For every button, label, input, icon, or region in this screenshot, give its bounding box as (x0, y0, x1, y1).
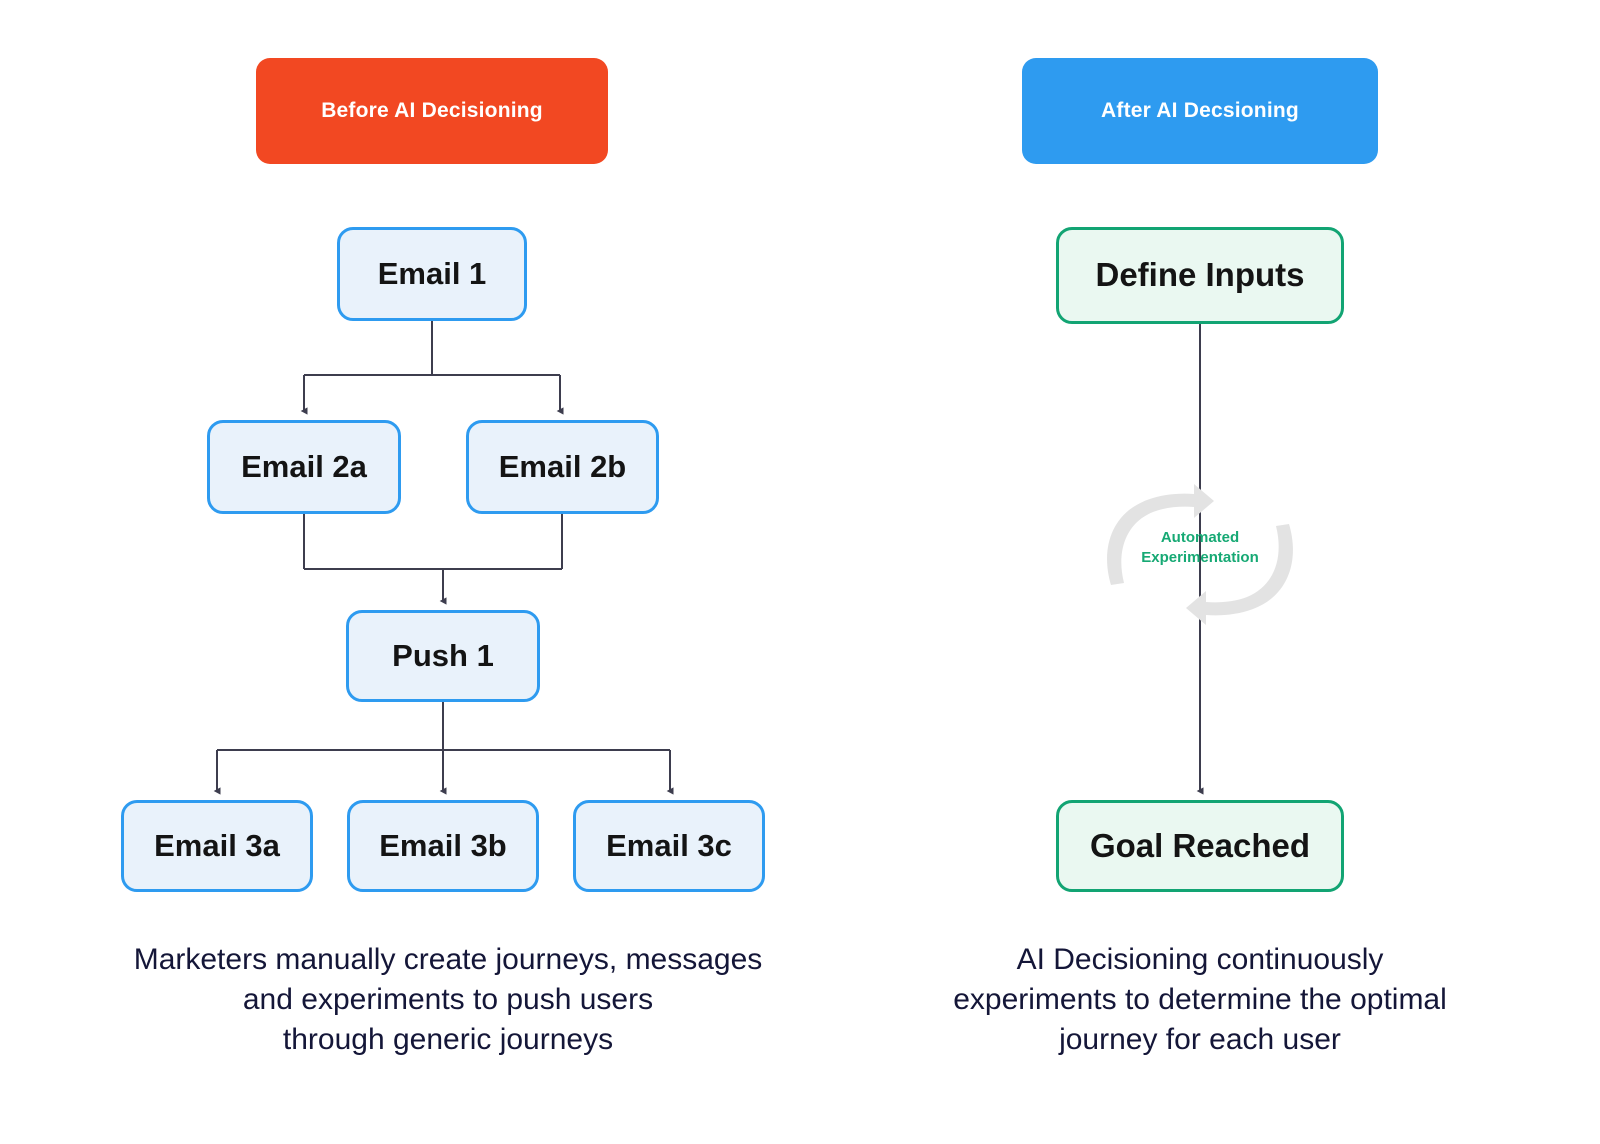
caption-after-line-1: AI Decisioning continuously (1016, 943, 1384, 976)
loop-label-line-1: Automated (1160, 529, 1240, 546)
node-email-2a[interactable]: Email 2a (207, 420, 401, 514)
badge-before-ai-decisioning: Before AI Decisioning (256, 58, 608, 164)
node-label: Push 1 (392, 637, 494, 673)
node-email-3b[interactable]: Email 3b (347, 800, 539, 892)
caption-before-line-2: and experiments to push users (242, 983, 654, 1017)
node-label: Email 3b (379, 827, 507, 863)
node-label: Define Inputs (1095, 256, 1305, 294)
node-label: Email 1 (377, 255, 487, 291)
node-goal-reached[interactable]: Goal Reached (1056, 800, 1344, 892)
badge-after-ai-decisioning: After AI Decsioning (1022, 58, 1378, 164)
automated-experimentation-label: Automated Experimentation (1122, 528, 1278, 567)
caption-before-line-3: through generic journeys (282, 1023, 614, 1057)
node-label: Email 2a (241, 448, 367, 484)
node-push-1[interactable]: Push 1 (346, 610, 540, 702)
loop-label-line-2: Experimentation (1141, 548, 1259, 566)
caption-after-line-3: journey for each user (1059, 1023, 1341, 1057)
node-label: Email 3a (154, 827, 280, 863)
caption-after: AI Decisioning continuously experiments … (880, 940, 1520, 1061)
node-email-3a[interactable]: Email 3a (121, 800, 313, 892)
badge-before-label: Before AI Decisioning (321, 99, 543, 122)
node-define-inputs[interactable]: Define Inputs (1056, 227, 1344, 324)
badge-after-label: After AI Decsioning (1101, 99, 1299, 122)
node-label: Email 2b (498, 448, 627, 484)
node-email-2b[interactable]: Email 2b (466, 420, 659, 514)
caption-before: Marketers manually create journeys, mess… (60, 940, 836, 1061)
node-label: Email 3c (606, 827, 732, 863)
caption-before-line-1: Marketers manually create journeys, mess… (133, 943, 763, 976)
node-email-3c[interactable]: Email 3c (573, 800, 765, 892)
node-email-1[interactable]: Email 1 (337, 227, 527, 321)
node-label: Goal Reached (1089, 826, 1311, 864)
caption-after-line-2: experiments to determine the optimal (953, 983, 1447, 1017)
